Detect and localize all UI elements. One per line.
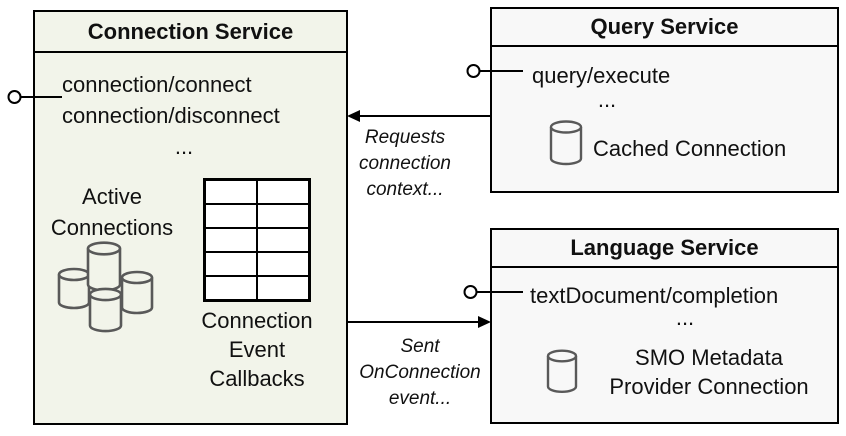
method-textdocument-completion: textDocument/completion [530,283,779,308]
table-cell [205,252,257,276]
active-connections-label: Active Connections [41,181,183,243]
requests-label-line2: connection [359,153,451,174]
requests-label-line1: Requests [364,127,446,148]
language-service-title-text: Language Service [570,235,759,260]
methods-ellipsis: ... [174,134,194,159]
callbacks-line3: Callbacks [209,366,305,391]
table-cell [257,252,309,276]
sent-label-line3: event... [388,388,452,409]
callbacks-label: Connection Event Callbacks [179,306,335,393]
cached-connection-label: Cached Connection [593,136,787,161]
table-cell [205,276,257,300]
table-cell [205,204,257,228]
table-cell [205,180,257,204]
query-service-title: Query Service [492,9,837,47]
smo-line2: Provider Connection [609,374,809,399]
method-connection-disconnect: connection/disconnect [62,103,280,128]
language-methods-ellipsis: ... [675,305,695,330]
callbacks-line2: Event [228,337,286,362]
sent-onconnection-event-arrow [348,316,491,328]
table-cell [205,228,257,252]
connection-service-title: Connection Service [35,12,346,53]
requests-connection-context-label: Requests connection context... [335,125,475,203]
sent-label-line2: OnConnection [359,362,481,383]
language-service-box: Language Service [490,228,839,424]
sent-onconnection-event-label: Sent OnConnection event... [350,334,490,412]
smo-metadata-database-icon [546,349,578,393]
connection-event-callbacks-table [203,178,311,302]
language-service-title: Language Service [492,230,837,268]
smo-metadata-label: SMO Metadata Provider Connection [586,343,832,401]
connection-service-title-text: Connection Service [87,18,294,44]
method-query-execute: query/execute [532,63,671,88]
sent-label-line1: Sent [400,336,440,357]
table-cell [257,276,309,300]
active-connections-line2: Connections [50,215,174,240]
connection-service-methods: connection/connect connection/disconnect… [62,69,306,162]
requests-connection-context-arrow [347,110,490,122]
requests-label-line3: context... [366,179,444,200]
table-cell [257,180,309,204]
callbacks-line1: Connection [201,308,313,333]
smo-line1: SMO Metadata [635,345,783,370]
query-service-title-text: Query Service [590,14,739,39]
method-connection-connect: connection/connect [62,72,252,97]
cached-connection-database-icon [549,120,583,166]
query-methods-ellipsis: ... [597,87,617,112]
active-connections-line1: Active [82,184,142,209]
active-connections-database-cluster-icon [57,241,154,333]
table-cell [257,228,309,252]
table-cell [257,204,309,228]
query-service-box: Query Service [490,7,839,193]
